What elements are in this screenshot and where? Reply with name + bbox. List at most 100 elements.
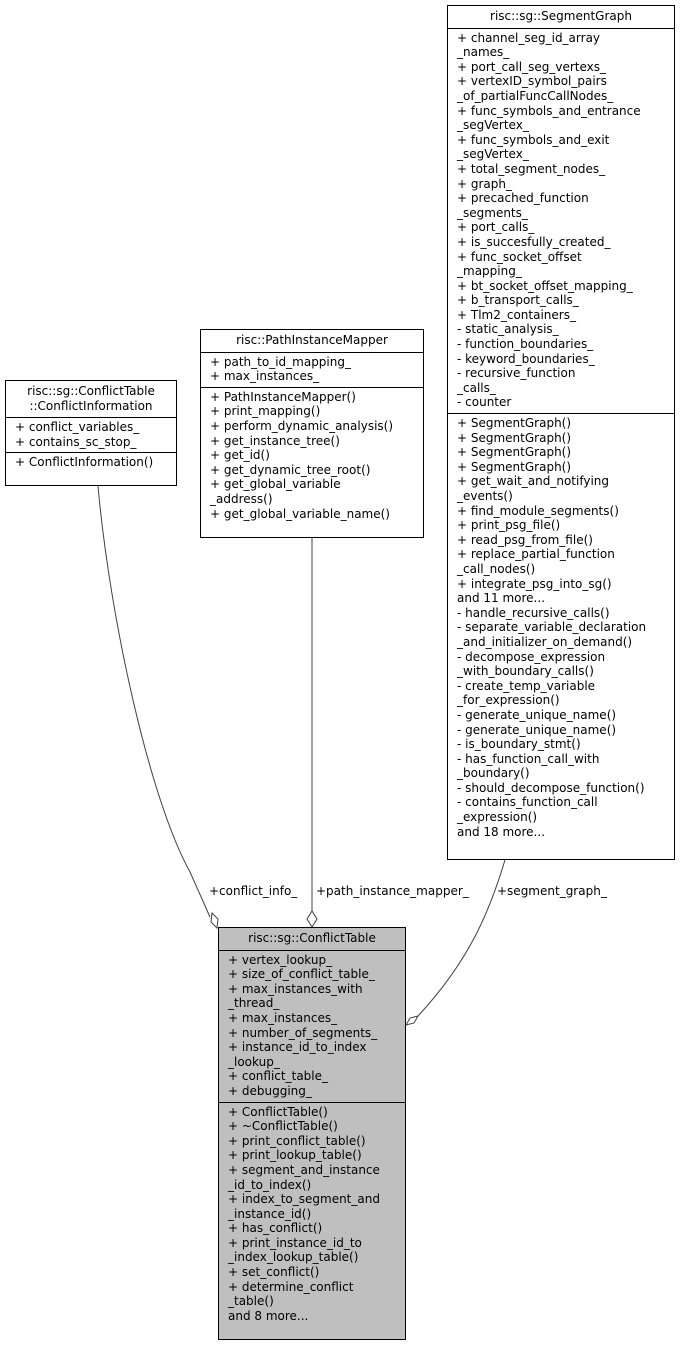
- method-line: _call_nodes(): [457, 561, 536, 576]
- method-line: _with_boundary_calls(): [457, 664, 594, 679]
- methods-section: + ConflictInformation(): [6, 452, 176, 473]
- class-title: risc::sg::SegmentGraph: [448, 6, 674, 29]
- class-conflict-table[interactable]: risc::sg::ConflictTable+ vertex_lookup_+…: [218, 927, 406, 1340]
- attribute-line: + size_of_conflict_table_: [228, 967, 375, 982]
- method-line: + print_psg_file(): [457, 518, 561, 533]
- class-path-instance-mapper[interactable]: risc::PathInstanceMapper+ path_to_id_map…: [200, 329, 424, 538]
- class-title: risc::sg::ConflictTable: [219, 928, 405, 951]
- attribute-line: + debugging_: [228, 1083, 312, 1098]
- attributes-section: + channel_seg_id_array_names_+ port_call…: [448, 29, 674, 413]
- method-line: + replace_partial_function: [457, 547, 615, 562]
- class-segment-graph[interactable]: risc::sg::SegmentGraph+ channel_seg_id_a…: [447, 5, 675, 860]
- method-line: + print_conflict_table(): [228, 1133, 366, 1148]
- method-line: + PathInstanceMapper(): [210, 389, 356, 404]
- method-line: + get_wait_and_notifying: [457, 474, 610, 489]
- attribute-line: _calls_: [457, 380, 496, 395]
- aggregation-diamond-path-instance-mapper: [306, 910, 318, 928]
- method-line: + SegmentGraph(): [457, 445, 572, 460]
- class-title-line: risc::PathInstanceMapper: [236, 333, 388, 347]
- method-line: _instance_id(): [228, 1206, 312, 1221]
- method-line: - contains_function_call: [457, 795, 598, 810]
- method-line: and 8 more...: [228, 1308, 309, 1323]
- class-conflict-information[interactable]: risc::sg::ConflictTable::ConflictInforma…: [5, 380, 177, 486]
- attribute-line: _thread_: [228, 996, 280, 1011]
- attribute-line: + channel_seg_id_array: [457, 30, 601, 45]
- method-line: - has_function_call_with: [457, 751, 600, 766]
- method-line: + print_instance_id_to: [228, 1235, 362, 1250]
- method-line: + print_lookup_table(): [228, 1148, 362, 1163]
- method-line: + find_module_segments(): [457, 503, 619, 518]
- method-line: + get_id(): [210, 448, 270, 463]
- attribute-line: + port_calls_: [457, 220, 535, 235]
- methods-section: + PathInstanceMapper()+ print_mapping() +…: [201, 386, 423, 524]
- edge-segment-graph: [417, 859, 506, 1017]
- attribute-line: - recursive_function: [457, 366, 576, 381]
- attribute-line: + b_transport_calls_: [457, 293, 579, 308]
- attribute-line: + func_symbols_and_exit: [457, 132, 610, 147]
- method-line: _table(): [228, 1294, 274, 1309]
- method-line: + ConflictInformation(): [15, 455, 154, 470]
- edge-label-path-instance-mapper: +path_instance_mapper_: [316, 884, 469, 898]
- method-line: and 11 more...: [457, 591, 546, 606]
- method-line: + print_mapping(): [210, 404, 321, 419]
- attribute-line: _lookup_: [228, 1054, 280, 1069]
- method-line: _index_lookup_table(): [228, 1250, 359, 1265]
- attribute-line: + conflict_variables_: [15, 420, 140, 435]
- class-title-line: risc::sg::SegmentGraph: [490, 9, 632, 23]
- method-line: + SegmentGraph(): [457, 416, 572, 431]
- method-line: + SegmentGraph(): [457, 459, 572, 474]
- attribute-line: + port_call_seg_vertexs_: [457, 59, 606, 74]
- attribute-line: _segments_: [457, 205, 528, 220]
- attribute-line: + max_instances_: [228, 1010, 338, 1025]
- attribute-line: _of_partialFuncCallNodes_: [457, 88, 614, 103]
- attribute-line: + max_instances_with: [228, 981, 363, 996]
- attribute-line: + func_symbols_and_entrance: [457, 103, 641, 118]
- method-line: _address(): [210, 491, 273, 506]
- method-line: _events(): [457, 489, 513, 503]
- attribute-line: + instance_id_to_index: [228, 1040, 367, 1055]
- method-line: - separate_variable_declaration: [457, 620, 647, 635]
- method-line: _and_initializer_on_demand(): [457, 634, 633, 649]
- attribute-line: + precached_function: [457, 191, 589, 206]
- method-line: + set_conflict(): [228, 1265, 320, 1280]
- attribute-line: + max_instances_: [210, 369, 320, 384]
- methods-section: + SegmentGraph()+ SegmentGraph()+ Segmen…: [448, 413, 674, 842]
- attribute-line: - function_boundaries_: [457, 337, 594, 352]
- method-line: and 18 more...: [457, 824, 546, 839]
- attribute-line: + Tlm2_containers_: [457, 307, 576, 322]
- method-line: _for_expression(): [457, 693, 560, 708]
- method-line: - should_decompose_function(): [457, 780, 645, 795]
- method-line: + get_global_variable: [210, 477, 341, 492]
- method-line: + ~ConflictTable(): [228, 1119, 338, 1134]
- attribute-line: + path_to_id_mapping_: [210, 354, 351, 369]
- attribute-line: + func_socket_offset: [457, 249, 582, 264]
- attribute-line: + conflict_table_: [228, 1069, 329, 1084]
- attribute-line: - keyword_boundaries_: [457, 351, 595, 366]
- aggregation-diamond-segment-graph: [404, 1015, 420, 1026]
- method-line: + segment_and_instance: [228, 1162, 380, 1177]
- method-line: + get_dynamic_tree_root(): [210, 462, 371, 477]
- attribute-line: + contains_sc_stop_: [15, 434, 137, 449]
- method-line: - handle_recursive_calls(): [457, 605, 610, 620]
- method-line: + ConflictTable(): [228, 1104, 328, 1119]
- method-line: - create_temp_variable: [457, 678, 596, 693]
- edge-label-conflict-info: +conflict_info_: [209, 884, 298, 898]
- attribute-line: + total_segment_nodes_: [457, 161, 606, 176]
- aggregation-diamond-conflict-info: [210, 911, 219, 930]
- methods-section: + ConflictTable()+ ~ConflictTable()+ pri…: [219, 1101, 405, 1327]
- attribute-line: + vertexID_symbol_pairs: [457, 74, 607, 89]
- attribute-line: + bt_socket_offset_mapping_: [457, 278, 633, 293]
- attribute-line: _names_: [457, 45, 510, 60]
- method-line: + determine_conflict: [228, 1279, 354, 1294]
- method-line: - generate_unique_name(): [457, 722, 617, 737]
- class-title-line: risc::sg::ConflictTable: [248, 931, 376, 945]
- attribute-line: _mapping_: [457, 264, 522, 279]
- edge-label-segment-graph: +segment_graph_: [497, 884, 607, 898]
- method-line: - decompose_expression: [457, 649, 606, 664]
- attribute-line: - static_analysis_: [457, 322, 559, 337]
- attribute-line: + is_succesfully_created_: [457, 234, 611, 249]
- method-line: + integrate_psg_into_sg(): [457, 576, 612, 591]
- class-title: risc::sg::ConflictTable::ConflictInforma…: [6, 381, 176, 419]
- method-line: + index_to_segment_and: [228, 1192, 380, 1207]
